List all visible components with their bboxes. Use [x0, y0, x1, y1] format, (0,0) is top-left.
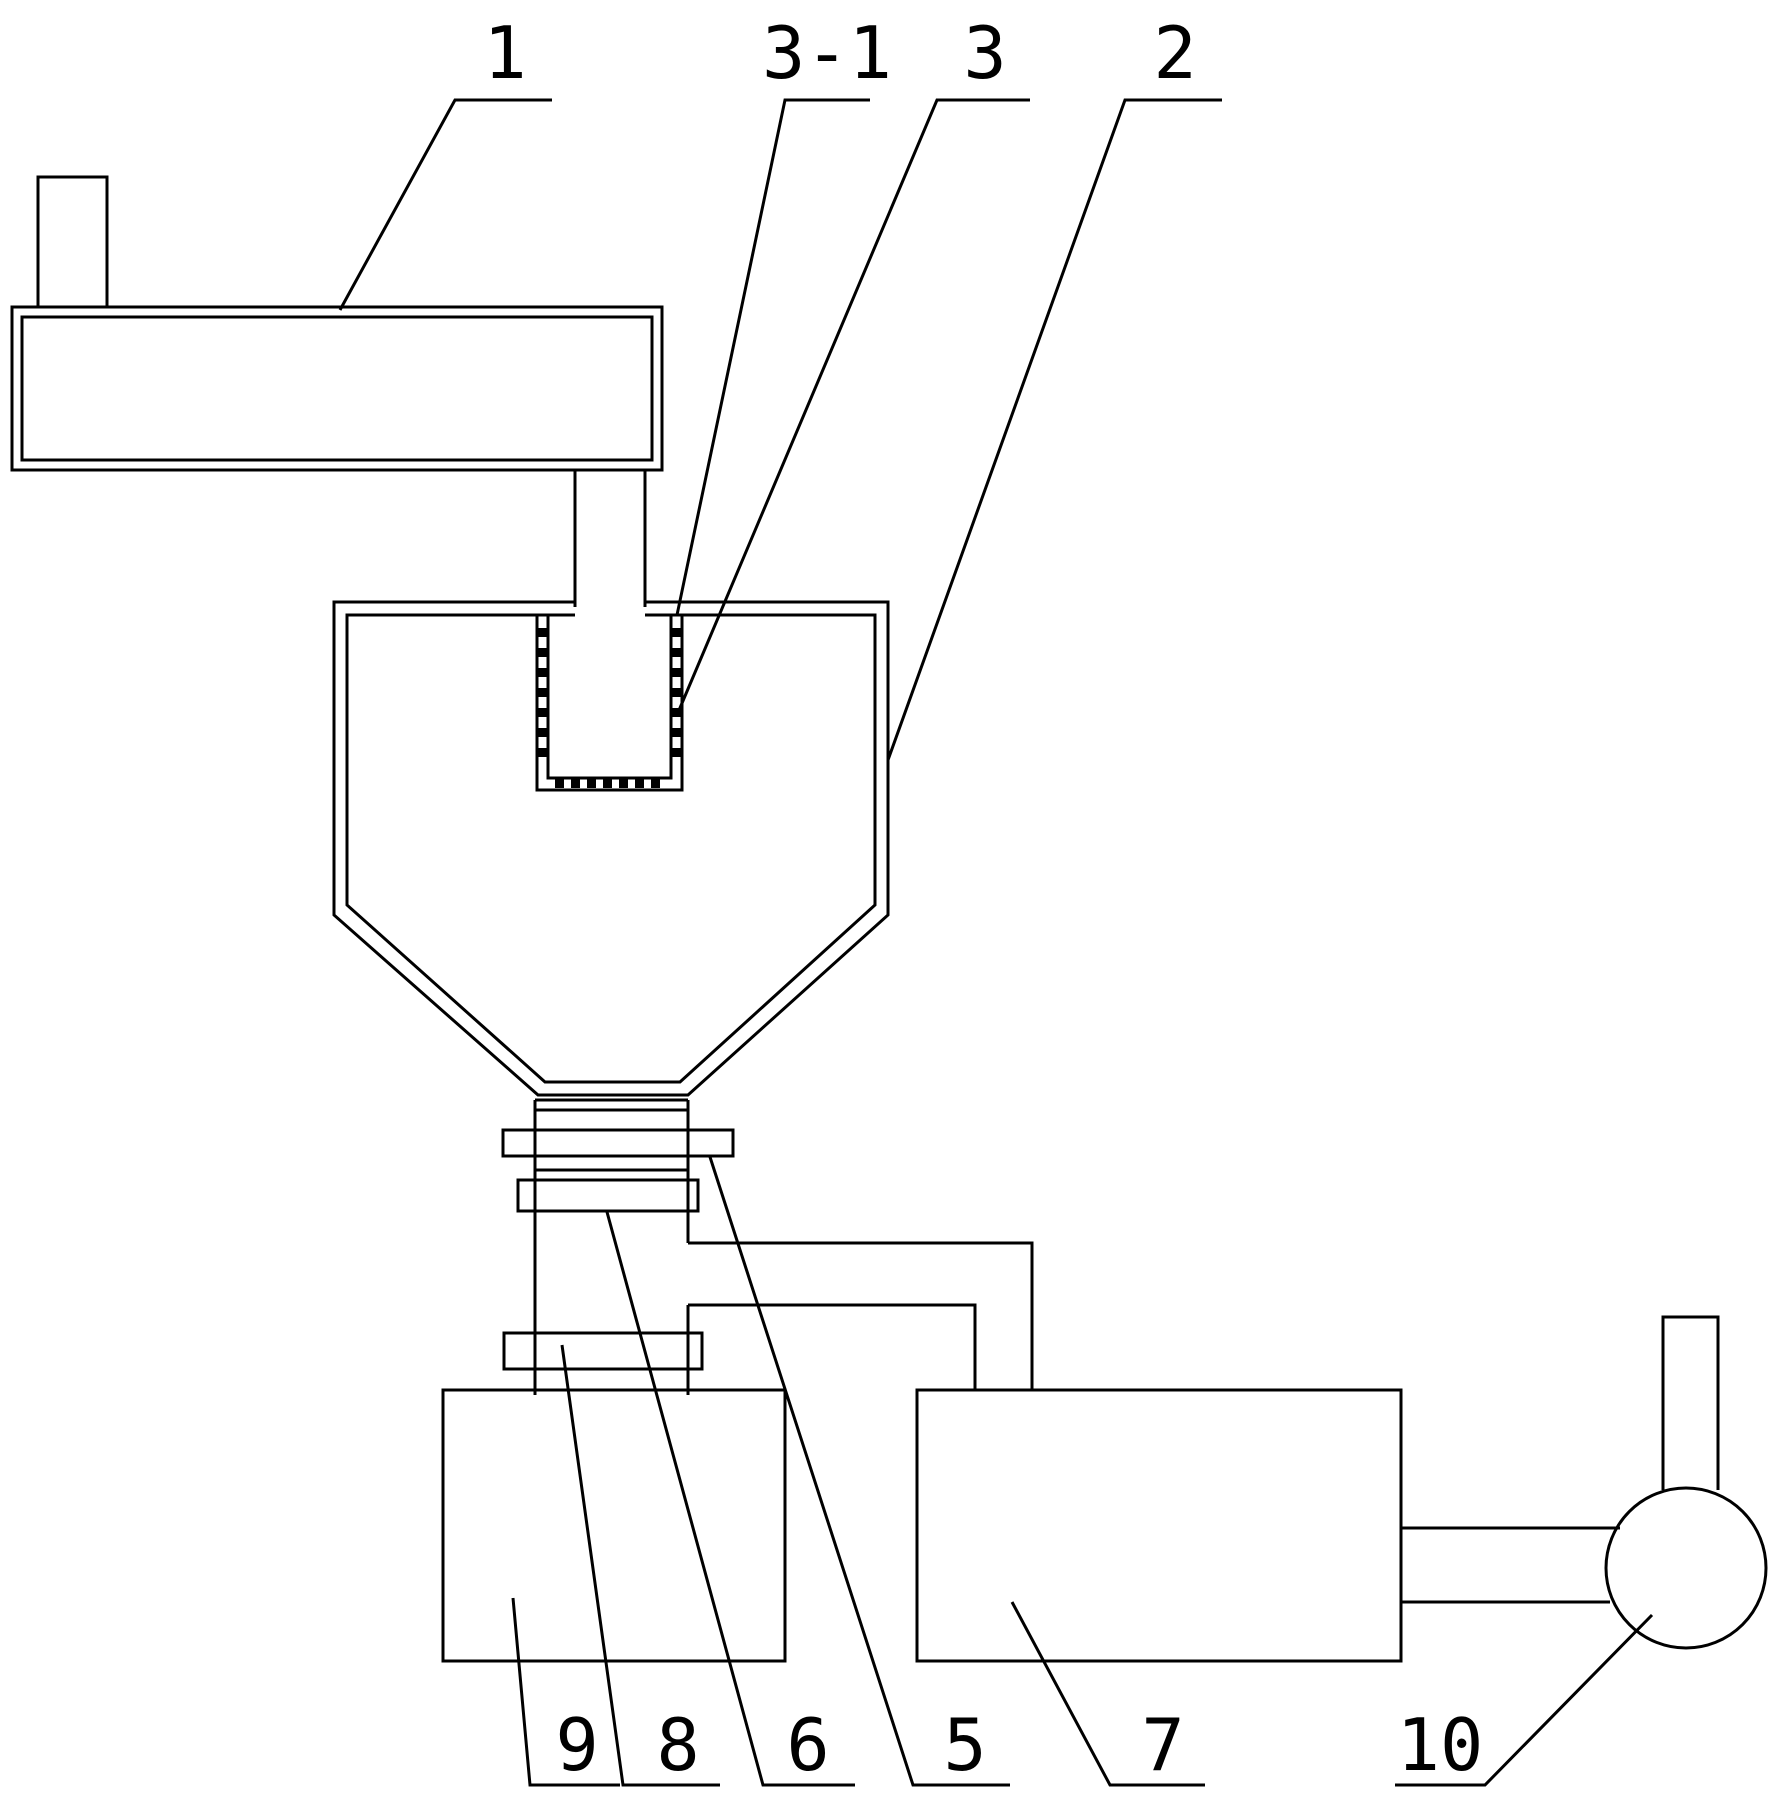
- filter-perforation-mark: [672, 648, 681, 657]
- hopper-inner-wall: [345, 613, 877, 1084]
- filter-perforation-mark: [635, 779, 644, 788]
- filter-perforation-mark: [672, 688, 681, 697]
- label-10: 10: [1397, 1703, 1484, 1787]
- filter-perforation-mark: [538, 748, 547, 757]
- label-5: 5: [943, 1703, 986, 1787]
- filter-perforation-mark: [538, 728, 547, 737]
- part-1-outer: [10, 305, 664, 472]
- outlet-pipe: [501, 1098, 735, 1395]
- feed-pipe: [573, 470, 647, 607]
- part-2-hopper: [332, 600, 890, 1097]
- label-2: 2: [1153, 11, 1196, 95]
- part-1-box: [10, 175, 664, 472]
- part-1-chimney: [36, 175, 109, 309]
- filter-perforation-mark: [672, 628, 681, 637]
- part-9-box: [441, 1388, 787, 1663]
- label-1: 1: [483, 11, 526, 95]
- leader-lines-bottom: [511, 1156, 1654, 1787]
- label-3-1: 3-1: [762, 11, 892, 95]
- label-8: 8: [656, 1703, 699, 1787]
- connection-pipes: [688, 1241, 1034, 1390]
- leader-lines-top: [338, 98, 1222, 761]
- part-8-flange: [502, 1331, 704, 1371]
- filter-perforation-mark: [619, 779, 628, 788]
- part-1-inner: [20, 315, 654, 462]
- part-5-flange: [501, 1128, 735, 1158]
- filter-perforation-mark: [538, 708, 547, 717]
- label-3: 3: [963, 11, 1006, 95]
- part-7-box: [915, 1388, 1403, 1663]
- filter-perforation-mark: [587, 779, 596, 788]
- pump-circle: [1604, 1486, 1768, 1650]
- filter-perforation-mark: [672, 748, 681, 757]
- filter-perforation-mark: [672, 668, 681, 677]
- filter-perforation-mark: [571, 779, 580, 788]
- filter-perforations: [538, 628, 681, 788]
- part-3-filter-basket: [535, 615, 684, 792]
- filter-perforation-mark: [538, 628, 547, 637]
- hopper-outer-wall: [332, 600, 890, 1097]
- filter-perforation-mark: [603, 779, 612, 788]
- label-9: 9: [555, 1703, 598, 1787]
- filter-perforation-mark: [651, 779, 660, 788]
- part-10-pump: [1401, 1315, 1768, 1650]
- filter-perforation-mark: [555, 779, 564, 788]
- label-7: 7: [1141, 1703, 1184, 1787]
- part-labels: 1 3-1 3 2 9 8 6 5 7 10: [483, 11, 1483, 1787]
- label-6: 6: [786, 1703, 829, 1787]
- filter-perforation-mark: [538, 648, 547, 657]
- filter-perforation-mark: [672, 728, 681, 737]
- filter-perforation-mark: [538, 668, 547, 677]
- pump-stack: [1661, 1315, 1720, 1490]
- filter-perforation-mark: [538, 688, 547, 697]
- part-6-flange: [516, 1178, 700, 1213]
